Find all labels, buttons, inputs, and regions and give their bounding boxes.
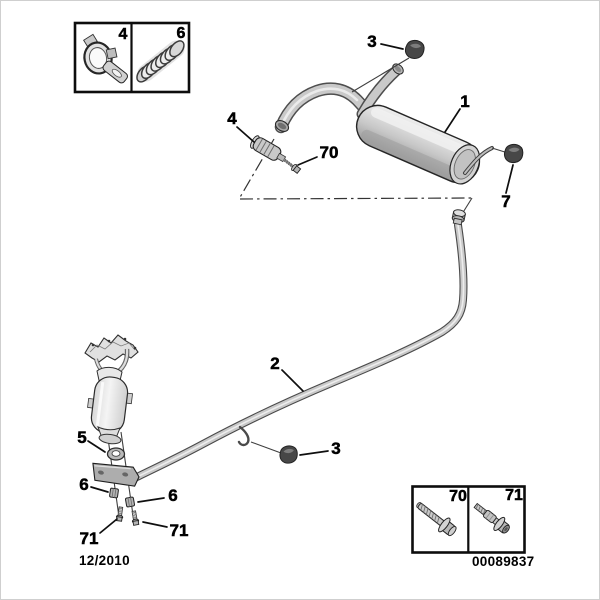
callout-screw: 70 bbox=[320, 143, 339, 162]
muffler-body bbox=[355, 104, 481, 185]
callout-nut-left: 6 bbox=[79, 475, 88, 494]
pipe-flange-end bbox=[451, 209, 466, 226]
inset-box-top-left: 4 6 bbox=[73, 21, 191, 94]
callout-labels: 1 2 3 3 4 5 6 6 7 70 71 71 bbox=[77, 32, 511, 549]
rubber-mount-rear bbox=[503, 143, 524, 164]
callout-mount-top: 3 bbox=[367, 32, 376, 51]
inset-label-spring: 6 bbox=[177, 25, 186, 42]
rear-muffler-assembly bbox=[274, 57, 509, 185]
lower-flange bbox=[92, 462, 140, 487]
inset-label-clamp: 4 bbox=[119, 26, 128, 43]
callout-clamp: 4 bbox=[227, 109, 237, 128]
sleeve-clamp bbox=[250, 135, 287, 163]
stud-bolt-icon bbox=[473, 502, 510, 534]
inset-label-stud: 71 bbox=[505, 487, 523, 504]
exhaust-manifold bbox=[84, 334, 139, 389]
pipe-hanger-hook bbox=[237, 425, 250, 447]
flanged-screw-icon bbox=[416, 502, 457, 537]
callout-stud-right: 71 bbox=[170, 521, 189, 540]
stud-bolt-left bbox=[115, 506, 124, 522]
callout-muffler: 1 bbox=[460, 92, 469, 111]
inset-label-screw: 70 bbox=[449, 488, 467, 505]
clamp-screw bbox=[283, 158, 302, 174]
spring-nut-right bbox=[125, 496, 135, 508]
stud-bolt-right bbox=[131, 510, 140, 526]
inlet-sleeve bbox=[274, 120, 290, 132]
spring-nut-left bbox=[109, 487, 119, 499]
leader-lines bbox=[87, 43, 514, 534]
rubber-mount-top bbox=[404, 39, 425, 59]
exhaust-clamp-icon bbox=[83, 33, 128, 84]
inset-box-bottom-right: 70 71 bbox=[411, 485, 526, 554]
document-number: 00089837 bbox=[472, 554, 534, 569]
callout-stud-left: 71 bbox=[80, 529, 99, 548]
rubber-mount-bottom bbox=[279, 445, 298, 464]
catalytic-converter bbox=[84, 334, 140, 526]
gasket-ring bbox=[106, 447, 126, 461]
callout-mount-rear: 7 bbox=[501, 192, 510, 211]
catalyst-body bbox=[87, 376, 133, 434]
callout-nut-right: 6 bbox=[168, 486, 177, 505]
hanger-branch-tip bbox=[392, 63, 404, 75]
date-code: 12/2010 bbox=[79, 553, 130, 568]
callout-gasket: 5 bbox=[77, 428, 86, 447]
callout-mount-bottom: 3 bbox=[331, 439, 340, 458]
intermediate-pipe bbox=[131, 209, 468, 482]
coil-spring-icon bbox=[136, 40, 185, 83]
callout-intermediate-pipe: 2 bbox=[270, 354, 279, 373]
